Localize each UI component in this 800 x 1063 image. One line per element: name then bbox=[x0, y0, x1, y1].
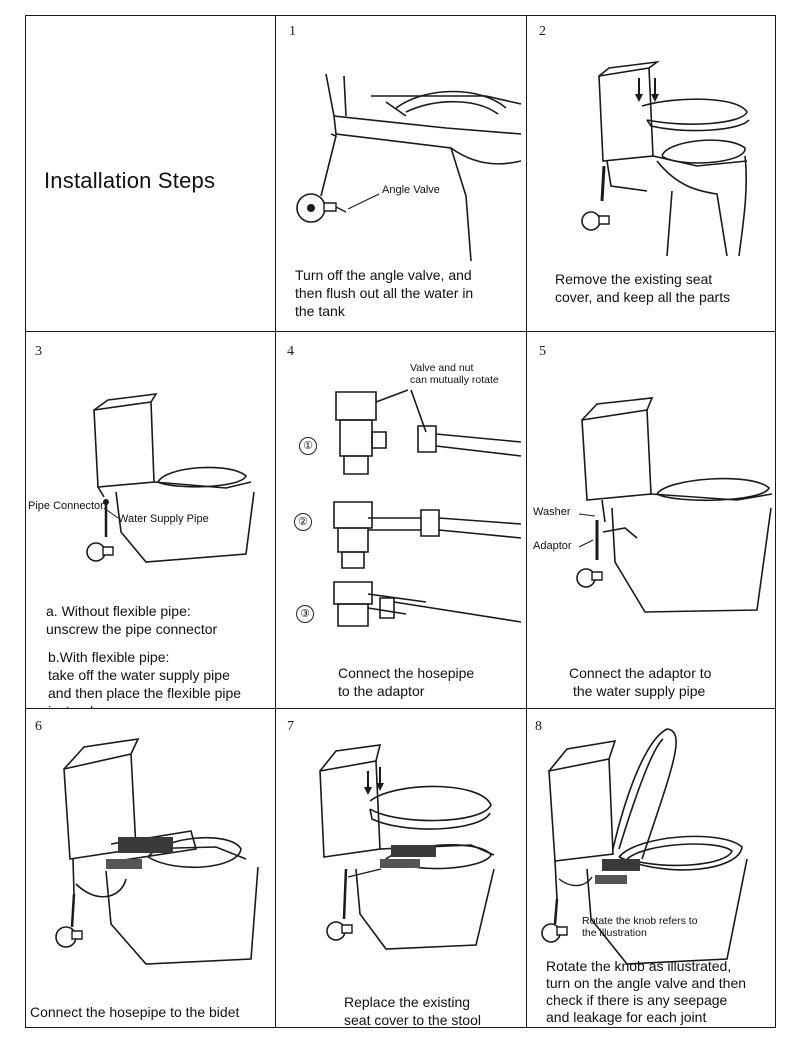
caption-line: cover, and keep all the parts bbox=[555, 289, 731, 305]
caption-line: take off the water supply pipe bbox=[48, 667, 230, 683]
caption-line: Connect the hosepipe to the bidet bbox=[30, 1004, 240, 1020]
toilet-illustration bbox=[26, 332, 275, 582]
title-cell: Installation Steps bbox=[26, 16, 275, 331]
toilet-illustration bbox=[276, 16, 526, 266]
grid-divider bbox=[26, 331, 775, 332]
step-1-caption: Turn off the angle valve, and then flush… bbox=[295, 266, 473, 320]
step-7-cell: 7 bbox=[276, 709, 526, 1029]
step-5-cell: 5 Washer Adaptor Connect the bbox=[527, 332, 777, 708]
caption-line: Connect the hosepipe bbox=[338, 665, 475, 681]
label-line: the illustration bbox=[582, 927, 647, 939]
label-line: can mutually rotate bbox=[410, 374, 499, 386]
step-5-caption: Connect the adaptor to the water supply … bbox=[569, 664, 711, 700]
adaptor-label: Adaptor bbox=[533, 540, 572, 552]
step-6-caption: Connect the hosepipe to the bidet bbox=[30, 1003, 239, 1021]
step-6-cell: 6 Connect the hosepipe bbox=[26, 709, 275, 1029]
angle-valve-label: Angle Valve bbox=[382, 184, 440, 196]
grid-divider bbox=[526, 16, 527, 1027]
step-number: 2 bbox=[539, 24, 546, 39]
caption-line: Replace the existing bbox=[344, 994, 471, 1010]
label-line: Valve and nut bbox=[410, 362, 474, 374]
steps-grid: Installation Steps 1 bbox=[25, 15, 776, 1028]
caption-line: then flush out all the water in bbox=[295, 285, 474, 301]
step-number: 5 bbox=[539, 344, 546, 359]
step-number: 6 bbox=[35, 719, 42, 734]
toilet-illustration bbox=[527, 332, 777, 622]
page-title: Installation Steps bbox=[44, 168, 216, 193]
step-3-cell: 3 Pipe Connector Water Supply Pipe bbox=[26, 332, 275, 708]
caption-line: unscrew the pipe connector bbox=[46, 621, 218, 637]
rotate-knob-label: Rotate the knob refers to the illustrati… bbox=[582, 915, 698, 939]
caption-line: Rotate the knob as illustrated, bbox=[546, 958, 732, 974]
step-3-caption-a: a. Without flexible pipe: unscrew the pi… bbox=[46, 602, 217, 638]
step-7-caption: Replace the existing seat cover to the s… bbox=[344, 993, 481, 1029]
step-8-cell: 8 Rotate th bbox=[527, 709, 777, 1029]
step-number: 7 bbox=[287, 719, 294, 734]
adaptor-illustration bbox=[276, 332, 526, 632]
caption-line: seat cover to the stool bbox=[344, 1012, 481, 1028]
caption-line: Remove the existing seat bbox=[555, 271, 713, 287]
step-3-caption-b: b.With flexible pipe: take off the water… bbox=[48, 648, 241, 708]
sub-step-marker: ① bbox=[299, 437, 317, 455]
caption-line: Turn off the angle valve, and bbox=[295, 267, 472, 283]
grid-divider bbox=[26, 708, 775, 709]
caption-line: Connect the adaptor to bbox=[569, 665, 712, 681]
label-line: Rotate the knob refers to bbox=[582, 915, 698, 927]
water-supply-pipe-label: Water Supply Pipe bbox=[118, 513, 209, 525]
grid-divider bbox=[275, 16, 276, 1027]
caption-line: the tank bbox=[295, 303, 345, 319]
step-2-caption: Remove the existing seat cover, and keep… bbox=[555, 270, 730, 306]
bidet-seat-illustration bbox=[527, 709, 777, 979]
step-number: 4 bbox=[287, 344, 294, 359]
caption-line: the water supply pipe bbox=[573, 683, 706, 699]
toilet-illustration bbox=[276, 709, 526, 969]
step-4-cell: 4 Valve and nut can mutually rotate bbox=[276, 332, 526, 708]
pipe-connector-label: Pipe Connector bbox=[28, 500, 104, 512]
step-number: 8 bbox=[535, 719, 542, 734]
bidet-seat-illustration bbox=[26, 709, 275, 979]
step-number: 3 bbox=[35, 344, 42, 359]
step-2-cell: 2 bbox=[527, 16, 777, 331]
caption-line: and then place the flexible pipe bbox=[48, 685, 242, 701]
caption-line: instead bbox=[48, 702, 241, 708]
caption-line: a. Without flexible pipe: bbox=[46, 603, 191, 619]
step-1-cell: 1 Angle bbox=[276, 16, 526, 331]
step-4-caption: Connect the hosepipe to the adaptor bbox=[338, 664, 474, 700]
washer-label: Washer bbox=[533, 506, 571, 518]
caption-line: and leakage for each joint bbox=[546, 1009, 707, 1025]
caption-line: check if there is any seepage bbox=[546, 992, 728, 1008]
caption-line: b.With flexible pipe: bbox=[48, 649, 170, 665]
sub-step-marker: ② bbox=[294, 513, 312, 531]
step-8-caption: Rotate the knob as illustrated, turn on … bbox=[546, 958, 746, 1026]
caption-line: to the adaptor bbox=[338, 683, 425, 699]
step-number: 1 bbox=[289, 24, 296, 39]
caption-line: turn on the angle valve and then bbox=[546, 975, 747, 991]
sub-step-marker: ③ bbox=[296, 605, 314, 623]
toilet-illustration bbox=[527, 16, 777, 266]
valve-rotate-label: Valve and nut can mutually rotate bbox=[410, 362, 499, 386]
